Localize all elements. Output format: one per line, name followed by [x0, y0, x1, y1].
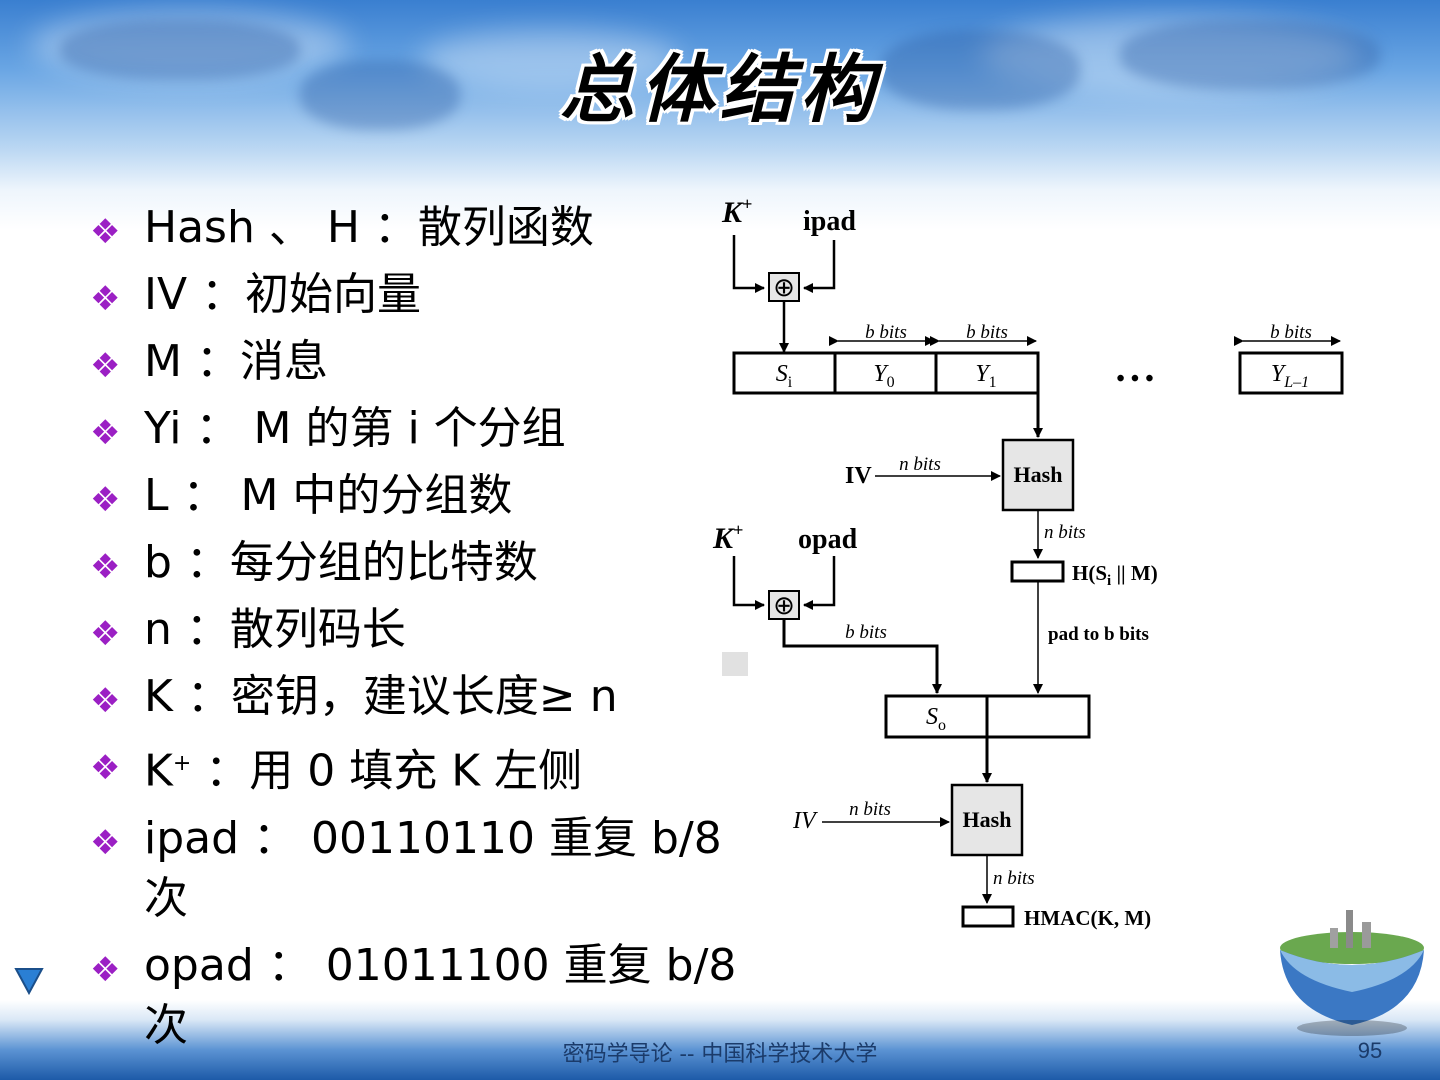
bullet-item: ❖ K ：密钥，建议长度≥ n — [90, 667, 760, 727]
footer-text: 密码学导论 -- 中国科学技术大学 — [562, 1042, 878, 1067]
gray-square — [722, 652, 748, 676]
bullet-text: opad ： 01011100 重复 b/8 次 — [144, 939, 737, 1051]
xor-icon: ⊕ — [773, 273, 795, 302]
bg-cloud — [980, 15, 1360, 95]
bullet-diamond-icon: ❖ — [90, 346, 121, 386]
b-bits-label: b bits — [865, 322, 907, 343]
page-number: 95 — [1357, 1038, 1383, 1063]
bullet-text: M ：消息 — [144, 336, 328, 387]
opad-label: opad — [798, 524, 858, 555]
ipad-label: ipad — [803, 206, 856, 237]
bullet-text: Yi ： M 的第 i 个分组 — [144, 403, 566, 454]
y0-label: Y0 — [873, 361, 894, 391]
ipad-flow-line — [803, 240, 836, 293]
bullet-item: ❖ K+ ：用 0 填充 K 左侧 — [90, 734, 760, 802]
iv-top-label: IV — [845, 463, 872, 489]
bg-continent — [880, 30, 1080, 110]
n-bits-label: n bits — [849, 799, 891, 820]
si-y-block-row — [732, 351, 1040, 395]
bullet-item: ❖ Hash 、 H ：散列函数 — [90, 198, 760, 258]
bullet-text: K ：密钥，建议长度≥ n — [144, 671, 618, 722]
bullet-text: b ：每分组的比特数 — [144, 537, 538, 588]
bullet-item: ❖ M ：消息 — [90, 332, 760, 392]
bullet-text: ipad ： 00110110 重复 b/8 次 — [144, 812, 722, 924]
key-bottom-label: K+ — [712, 520, 743, 555]
b-bits-label: b bits — [966, 322, 1008, 343]
bullet-diamond-icon: ❖ — [90, 413, 121, 453]
bg-cloud — [30, 10, 350, 80]
bullet-item: ❖ b ：每分组的比特数 — [90, 533, 760, 593]
bullet-text: Hash 、 H ：散列函数 — [144, 202, 594, 253]
n-bits-label: n bits — [993, 868, 1035, 889]
bullet-diamond-icon: ❖ — [90, 547, 121, 587]
slide-title: 总体结构 — [560, 47, 880, 133]
bg-cloud — [420, 30, 680, 90]
bullet-diamond-icon: ❖ — [90, 681, 121, 721]
bullet-diamond-icon: ❖ — [90, 614, 121, 654]
hmac-label: HMAC(K, M) — [1024, 906, 1151, 930]
bullet-item: ❖ Yi ： M 的第 i 个分组 — [90, 399, 760, 459]
xor-box-bottom — [768, 590, 800, 620]
bullet-item: ❖ L ： M 中的分组数 — [90, 466, 760, 526]
iv-bottom-label: IV — [792, 808, 818, 834]
bullet-diamond-icon: ❖ — [90, 949, 121, 990]
bg-continent — [300, 60, 460, 130]
bullet-diamond-icon: ❖ — [90, 822, 121, 863]
si-label: Si — [776, 361, 793, 391]
bullet-diamond-icon: ❖ — [90, 480, 121, 520]
bullet-diamond-icon: ❖ — [90, 279, 121, 319]
bullet-item: ❖ opad ： 01011100 重复 b/8 次 — [90, 936, 760, 1056]
hash-box-outer — [950, 783, 1024, 857]
pad-to-label: pad to b bits — [1048, 624, 1149, 645]
globe-island-icon — [1280, 910, 1424, 1036]
bullet-text: IV ：初始向量 — [144, 269, 422, 320]
hash-label: Hash — [963, 807, 1012, 832]
ellipsis: • • • — [1116, 366, 1153, 392]
opad-flow-line — [803, 556, 836, 610]
bullet-diamond-icon: ❖ — [90, 212, 121, 252]
bullet-item: ❖ IV ：初始向量 — [90, 265, 760, 325]
y1-label: Y1 — [975, 361, 996, 391]
xor-to-so-arrow — [782, 619, 942, 694]
bullet-text-pre: K — [144, 745, 173, 797]
bullet-superscript: + — [172, 751, 192, 776]
b-bits-label: b bits — [1270, 322, 1312, 343]
bullet-text-post: ：用 0 填充 K 左侧 — [191, 745, 583, 797]
xor-icon: ⊕ — [773, 591, 795, 620]
bullet-diamond-icon: ❖ — [90, 748, 121, 788]
bg-continent — [1120, 20, 1380, 90]
key-top-label: K+ — [721, 194, 752, 229]
navigation-triangle-icon[interactable] — [14, 966, 44, 996]
yl-block — [1238, 351, 1344, 395]
bg-continent — [60, 20, 300, 80]
hmac-diagram: K+ ipad ⊕ b bits b bits b bits Si Y0 Y1 … — [712, 194, 1344, 930]
bullet-item: ❖ n ：散列码长 — [90, 600, 760, 660]
opad-flow-line — [732, 556, 765, 610]
so-label: So — [926, 704, 946, 734]
n-bits-label: n bits — [899, 454, 941, 475]
bullet-list: ❖ Hash 、 H ：散列函数 ❖ IV ：初始向量 ❖ M ：消息 ❖ Yi ： M… — [90, 198, 760, 1063]
bullet-item: ❖ ipad ： 00110110 重复 b/8 次 — [90, 809, 760, 929]
bullet-text: L ： M 中的分组数 — [144, 470, 513, 521]
bullet-text: n ：散列码长 — [144, 604, 406, 655]
hmac-output — [961, 905, 1015, 928]
hash-box-inner — [1001, 438, 1075, 512]
yl-label: YL–1 — [1271, 361, 1309, 391]
hash-label: Hash — [1014, 462, 1063, 487]
inner-hash-label: H(Si || M) — [1072, 561, 1158, 589]
n-bits-label: n bits — [1044, 522, 1086, 543]
b-bits-label: b bits — [845, 622, 887, 643]
ipad-flow-line — [732, 235, 765, 293]
inner-hash-output — [1010, 560, 1065, 583]
